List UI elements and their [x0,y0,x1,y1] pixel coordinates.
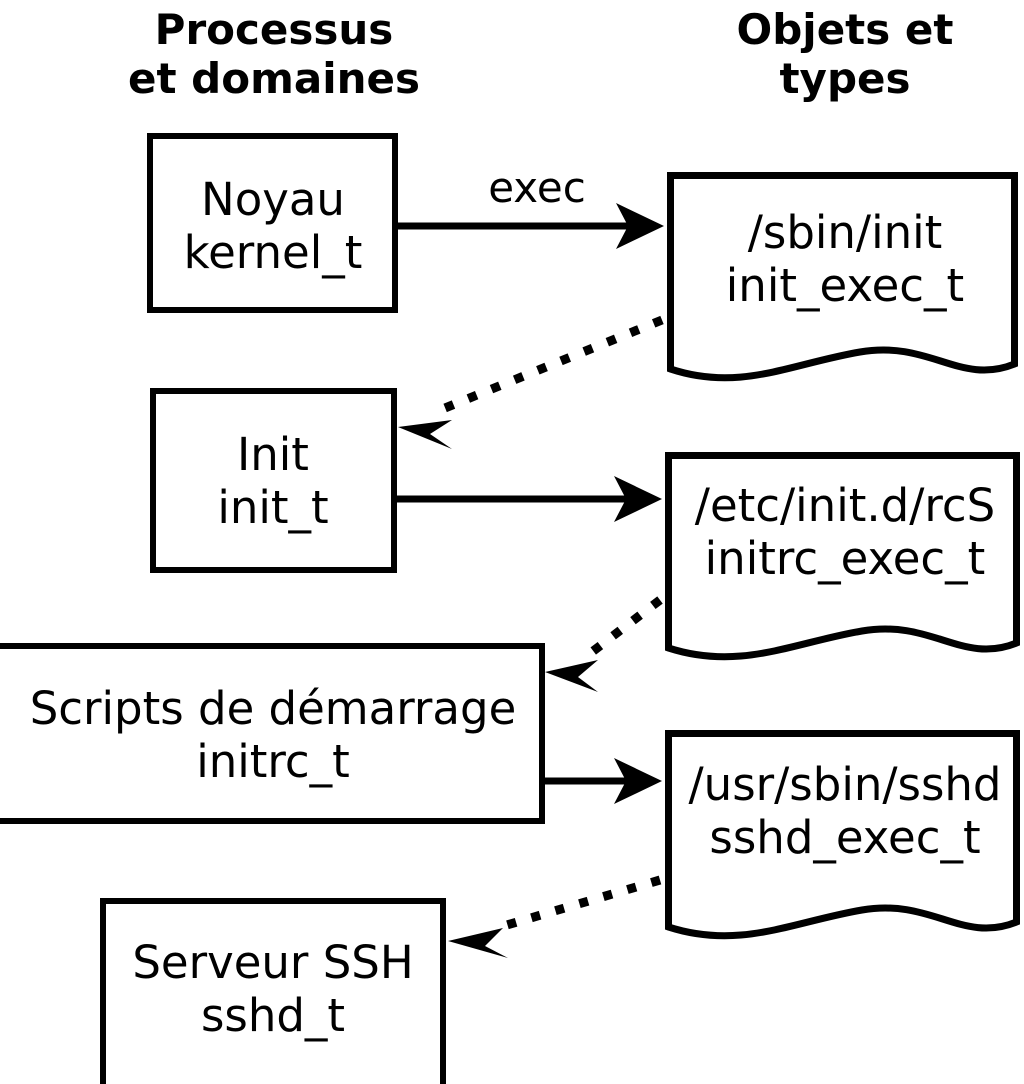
node-initrc-exec[interactable]: /etc/init.d/rcS initrc_exec_t [665,452,1020,661]
node-init-exec-line2: init_exec_t [726,259,964,312]
node-init-box[interactable] [150,388,397,573]
node-initrc[interactable]: Scripts de démarrage initrc_t [0,643,545,824]
node-sshd-box[interactable] [100,898,446,1084]
column-header-objects: Objets et types [737,5,954,103]
node-sshd-line1: Serveur SSH [132,936,413,989]
node-kernel[interactable]: Noyau kernel_t [147,133,398,313]
node-kernel-box[interactable] [147,133,398,313]
node-init-line2: init_t [217,481,328,534]
node-initrc-line1: Scripts de démarrage [30,682,517,735]
node-initrc-line2: initrc_t [196,735,350,788]
edge-sshd-transition-line [498,875,662,932]
column-header-objects-line2: types [779,54,910,103]
column-header-processes-line1: Processus [155,5,394,54]
node-sshd-line2: sshd_t [201,989,345,1042]
edge-kernel-exec-arrowhead [616,203,664,249]
edge-kernel-exec-init-exec: exec [398,163,664,249]
node-initrc-box[interactable] [0,643,545,824]
node-sshd-exec-document-shape[interactable] [665,730,1020,940]
edge-initrc-transition-line [585,596,663,659]
node-sshd-exec[interactable]: /usr/sbin/sshd sshd_exec_t [665,730,1020,940]
node-kernel-line2: kernel_t [184,226,363,279]
column-header-processes: Processus et domaines [128,5,420,103]
node-sshd[interactable]: Serveur SSH sshd_t [100,898,446,1084]
edge-label-exec: exec [488,163,586,212]
edge-init-transition-line [438,315,664,415]
edge-init-exec-transition-init [398,315,664,449]
column-header-processes-line2: et domaines [128,54,420,103]
edge-sshd-transition-arrowhead [448,928,508,958]
node-init-exec-document-shape[interactable] [667,172,1018,382]
node-init-exec-line1: /sbin/init [748,206,943,259]
edge-sshd-exec-transition-sshd [448,875,662,958]
column-header-objects-line1: Objets et [737,5,954,54]
edge-initrc-sshd-arrowhead [614,758,662,804]
edge-initrc-exec-transition-initrc [545,596,663,692]
node-init-line1: Init [237,428,309,481]
node-initrc-exec-line2: initrc_exec_t [705,532,986,585]
edge-init-transition-arrowhead [398,420,452,449]
node-sshd-exec-line2: sshd_exec_t [709,811,980,864]
node-init[interactable]: Init init_t [150,388,397,573]
node-kernel-line1: Noyau [201,173,345,226]
node-initrc-exec-document-shape[interactable] [665,452,1020,661]
edge-init-rcs-arrowhead [614,476,662,522]
node-sshd-exec-line1: /usr/sbin/sshd [689,758,1002,811]
edge-init-exec-initrc-exec [396,476,662,522]
edge-initrc-exec-sshd-exec [545,758,662,804]
edge-initrc-transition-arrowhead [545,660,598,692]
node-init-exec[interactable]: /sbin/init init_exec_t [667,172,1018,382]
node-initrc-exec-line1: /etc/init.d/rcS [695,479,995,532]
